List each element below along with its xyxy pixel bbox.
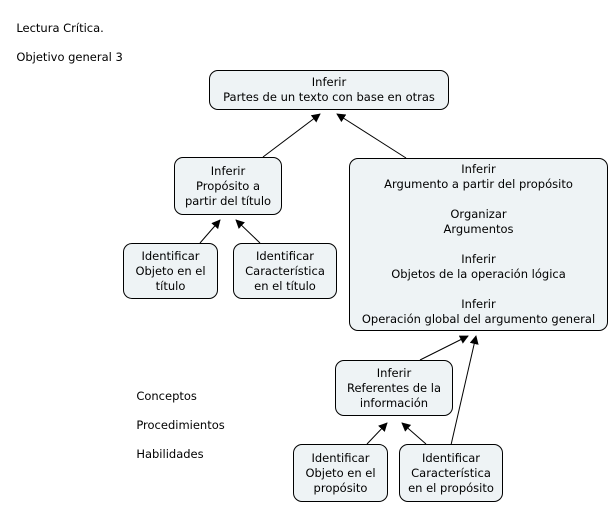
node-line: Identificar	[311, 450, 370, 465]
node-identificar-objeto-proposito[interactable]: Identificar Objeto en el propósito	[293, 444, 388, 502]
node-line: Característica	[245, 263, 325, 278]
node-group-objetos: Inferir Objetos de la operación lógica	[354, 252, 603, 282]
link-referentes-to-argumento	[419, 335, 469, 361]
node-identificar-caracteristica-proposito[interactable]: Identificar Característica en el propósi…	[399, 444, 503, 502]
node-line: Organizar	[450, 207, 507, 221]
node-line: título	[155, 278, 186, 293]
node-line: Argumento a partir del propósito	[384, 177, 573, 191]
node-identificar-caracteristica-titulo[interactable]: Identificar Característica en el título	[233, 243, 337, 299]
node-line: Identificar	[255, 248, 315, 263]
node-group-organizar: Organizar Argumentos	[354, 207, 603, 237]
node-line: Argumentos	[443, 222, 514, 236]
node-inferir-proposito[interactable]: Inferir Propósito a partir del título	[174, 157, 282, 215]
node-line: Inferir	[461, 252, 496, 266]
map-title: Lectura Crítica. Objetivo general 3	[9, 6, 123, 64]
legend-line-conceptos: Conceptos	[136, 388, 197, 403]
node-group-operacion: Inferir Operación global del argumento g…	[354, 297, 603, 327]
node-identificar-objeto-titulo[interactable]: Identificar Objeto en el título	[123, 243, 218, 299]
node-line: Inferir	[311, 75, 347, 89]
link-proposito-to-root	[262, 113, 321, 158]
link-objeto-titulo-to-proposito	[199, 219, 221, 244]
node-line: Identificar	[421, 450, 481, 465]
link-caracteristica-proposito-to-argumento	[450, 335, 479, 446]
node-line: en el título	[254, 278, 316, 293]
link-caracteristica-proposito-to-referentes	[401, 422, 427, 445]
node-inferir-referentes[interactable]: Inferir Referentes de la información	[335, 360, 453, 416]
node-line: Partes de un texto con base en otras	[223, 90, 435, 104]
map-title-line-1: Lectura Crítica.	[16, 20, 104, 35]
node-line: Objeto en el	[135, 263, 206, 278]
node-line: Objeto en el	[305, 465, 376, 480]
legend-line-habilidades: Habilidades	[136, 446, 204, 461]
map-title-line-2: Objetivo general 3	[16, 49, 123, 64]
node-line: Inferir	[461, 162, 496, 176]
node-line: Operación global del argumento general	[361, 312, 596, 326]
node-inferir-argumento[interactable]: Inferir Argumento a partir del propósito…	[349, 158, 608, 331]
node-line: Inferir	[376, 365, 412, 380]
link-caracteristica-titulo-to-proposito	[235, 219, 261, 244]
node-line: información	[359, 395, 429, 410]
node-group-argumento: Inferir Argumento a partir del propósito	[354, 162, 603, 192]
link-objeto-proposito-to-referentes	[366, 422, 388, 445]
node-line: Inferir	[461, 297, 496, 311]
node-line: partir del título	[184, 193, 272, 208]
link-argumento-to-root	[336, 113, 407, 159]
node-inferir-partes-de-un-texto[interactable]: Inferir Partes de un texto con base en o…	[209, 70, 449, 110]
node-line: en el propósito	[408, 480, 494, 495]
node-line: propósito	[313, 480, 368, 495]
node-line: Objetos de la operación lógica	[391, 267, 566, 281]
node-line: Característica	[411, 465, 491, 480]
node-line: Inferir	[210, 163, 246, 178]
node-line: Propósito a	[195, 178, 260, 193]
node-line: Identificar	[141, 248, 200, 263]
legend-text: Conceptos Procedimientos Habilidades	[129, 374, 225, 461]
node-line: Referentes de la	[346, 380, 442, 395]
legend-line-procedimientos: Procedimientos	[136, 417, 225, 432]
